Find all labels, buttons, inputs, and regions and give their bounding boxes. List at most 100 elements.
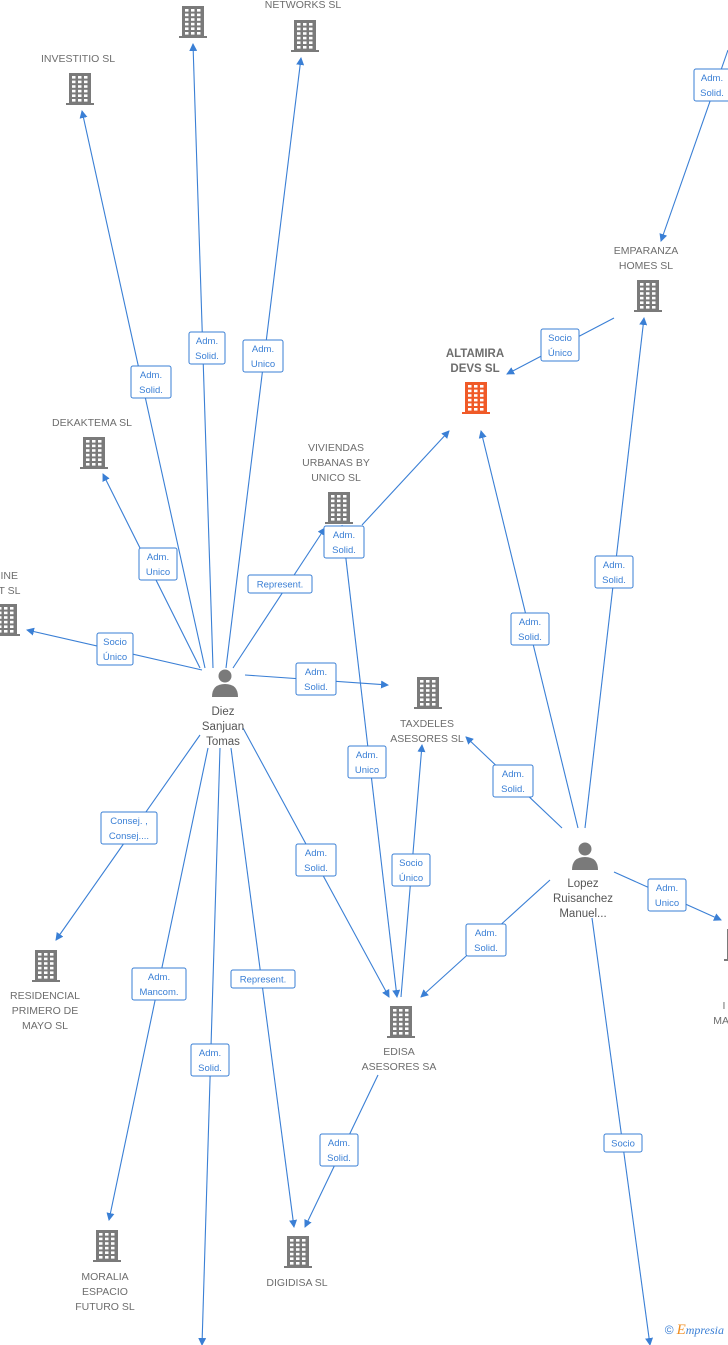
edge-label-box <box>693 68 728 102</box>
edge-label-text: Adm. <box>252 344 274 355</box>
node-label: MORALIA <box>81 1271 128 1283</box>
edge-label[interactable]: Consej. ,Consej.... <box>100 811 158 845</box>
edge-label[interactable]: Adm.Solid. <box>295 843 337 877</box>
node-label: EDISA <box>383 1046 415 1058</box>
edge-label[interactable]: Adm.Unico <box>647 878 687 912</box>
edge-label-text: Solid. <box>602 575 626 586</box>
node-networks[interactable]: NETWORKS SL <box>265 0 342 52</box>
edge-label[interactable]: Adm.Solid. <box>693 68 728 102</box>
node-mat[interactable]: IMAT <box>713 929 728 1027</box>
edge-label-text: Represent. <box>240 975 286 986</box>
edge-diez-to-viviendas <box>232 527 326 669</box>
edge-label[interactable]: Represent. <box>247 574 313 594</box>
building-icon <box>66 73 94 105</box>
building-icon <box>291 20 319 52</box>
edge-label-box <box>242 339 284 373</box>
edge-label-text: Solid. <box>518 632 542 643</box>
edge-label-text: Adm. <box>656 883 678 894</box>
edge-label[interactable]: Adm.Solid. <box>295 662 337 696</box>
edge-label-box <box>603 1133 643 1153</box>
edge-label-box <box>130 365 172 399</box>
building-icon <box>80 437 108 469</box>
edge-label-text: Adm. <box>196 336 218 347</box>
edge-label-text: Mancom. <box>139 987 178 998</box>
node-fine[interactable]: FINEET SL <box>0 570 21 636</box>
edge-label-text: Adm. <box>148 972 170 983</box>
node-label: ASESORES SA <box>362 1061 437 1073</box>
edge-label-text: Socio <box>611 1139 635 1150</box>
edge-label-text: Solid. <box>327 1153 351 1164</box>
edge-label-box <box>138 547 178 581</box>
edge-label[interactable]: Adm. Mancom. <box>131 967 187 1001</box>
building-icon <box>284 1236 312 1268</box>
edge-label-text: Único <box>103 652 127 663</box>
edge-label-text: Adm. <box>199 1048 221 1059</box>
node-label: FINE <box>0 570 18 582</box>
edge-label-text: Adm. <box>519 617 541 628</box>
edge-label[interactable]: Adm.Solid. <box>319 1133 359 1167</box>
building-icon <box>724 929 728 961</box>
edge-label-text: Unico <box>251 359 275 370</box>
edge-label[interactable]: Adm.Unico <box>347 745 387 779</box>
node-digidisa[interactable]: DIGIDISA SL <box>266 1236 328 1289</box>
node-investitio[interactable]: INVESTITIO SL <box>41 53 115 105</box>
edge-label-box <box>96 632 134 666</box>
node-label: ALTAMIRA <box>446 348 504 360</box>
building-icon <box>179 6 207 38</box>
building-icon <box>634 280 662 312</box>
edge-label-text: Solid. <box>501 784 525 795</box>
node-label: MAT <box>713 1015 728 1027</box>
edge-label-box <box>540 328 580 362</box>
edge-label-text: Adm. <box>356 750 378 761</box>
edge-label[interactable]: Socio <box>603 1133 643 1153</box>
edge-label[interactable]: Adm. Unico <box>242 339 284 373</box>
node-edisa[interactable]: EDISA ASESORES SA <box>362 1006 437 1073</box>
brand-name: mpresia <box>685 1323 724 1337</box>
edge-label-text: Único <box>399 873 423 884</box>
edge-label-box <box>510 612 550 646</box>
edge-label-text: Solid. <box>332 545 356 556</box>
node-label: RESIDENCIAL <box>10 990 80 1002</box>
node-top1[interactable] <box>179 6 207 38</box>
edge-label[interactable]: Adm. Solid. <box>510 612 550 646</box>
edge-label-text: Adm. <box>140 370 162 381</box>
node-label: PRIMERO DE <box>12 1005 79 1017</box>
edge-label[interactable]: Adm.Solid. <box>594 555 634 589</box>
edge-label-text: Unico <box>146 567 170 578</box>
building-icon-highlighted <box>462 382 490 414</box>
building-icon <box>387 1006 415 1038</box>
brand-initial: E <box>676 1322 686 1338</box>
edge-label[interactable]: Adm. Solid. <box>492 764 534 798</box>
edge-label-text: Solid. <box>198 1063 222 1074</box>
node-label: Diez <box>211 706 234 718</box>
node-label: INVESTITIO SL <box>41 53 115 65</box>
node-dekaktema[interactable]: DEKAKTEMA SL <box>52 417 132 469</box>
footer-brand: © Empresia <box>665 1322 724 1339</box>
edge-label[interactable]: Adm.Solid. <box>188 331 226 365</box>
node-lopez[interactable]: LopezRuisanchezManuel... <box>553 842 613 921</box>
building-icon <box>0 604 20 636</box>
edge-label[interactable]: Represent. <box>230 969 296 989</box>
copyright-symbol: © <box>664 1323 674 1337</box>
edge-label[interactable]: Adm.Solid. <box>465 923 507 957</box>
node-label: EMPARANZA <box>614 245 679 257</box>
edge-viviendas-to-altamira <box>361 430 450 526</box>
edge-label[interactable]: Adm.Solid. <box>323 525 365 559</box>
edge-label[interactable]: Adm.Solid. <box>130 365 172 399</box>
edge-label-text: Adm. <box>502 769 524 780</box>
edge-label[interactable]: Adm. Solid. <box>190 1043 230 1077</box>
edge-labels-layer: Adm.Solid.Adm.UnicoAdm.Solid.Adm.UnicoSo… <box>96 68 728 1167</box>
edge-label[interactable]: Adm.Unico <box>138 547 178 581</box>
edge-label-box <box>594 555 634 589</box>
